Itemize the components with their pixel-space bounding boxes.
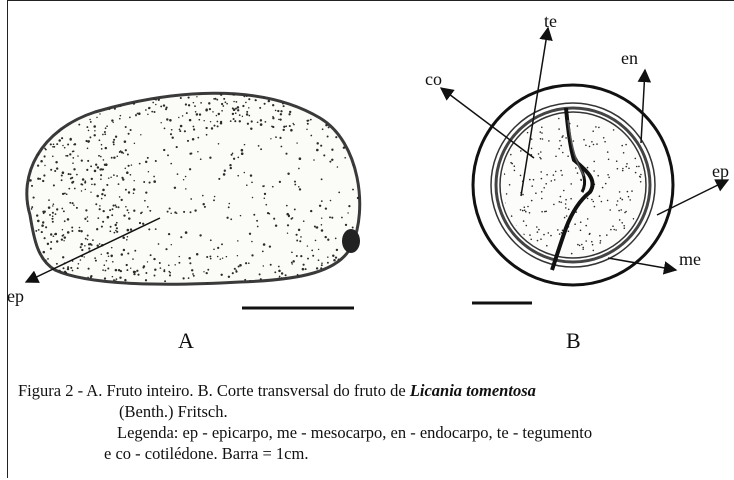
caption-line-4: e co - cotilédone. Barra = 1cm.: [18, 443, 734, 464]
panel-b-label-ep: ep: [712, 161, 729, 181]
caption-line-3: Legenda: ep - epicarpo, me - mesocarpo, …: [18, 422, 734, 443]
panel-b-label-te: te: [544, 11, 557, 31]
figure-caption: Figura 2 - A. Fruto inteiro. B. Corte tr…: [18, 380, 734, 464]
panel-b-label-co: co: [425, 69, 442, 89]
panel-b-label-en: en: [621, 48, 638, 68]
panel-b-label: B: [566, 330, 581, 352]
panel-a-label-ep: ep: [7, 286, 24, 306]
figure-illustration: ep co te en ep me: [0, 0, 734, 370]
caption-line-1: Figura 2 - A. Fruto inteiro. B. Corte tr…: [18, 380, 734, 401]
caption-species: Licania tomentosa: [410, 381, 536, 400]
panel-a-label: A: [178, 330, 194, 352]
panel-b-label-me: me: [679, 249, 701, 269]
caption-line-2: (Benth.) Fritsch.: [18, 401, 734, 422]
caption-prefix: Figura 2 - A. Fruto inteiro. B. Corte tr…: [18, 381, 410, 400]
